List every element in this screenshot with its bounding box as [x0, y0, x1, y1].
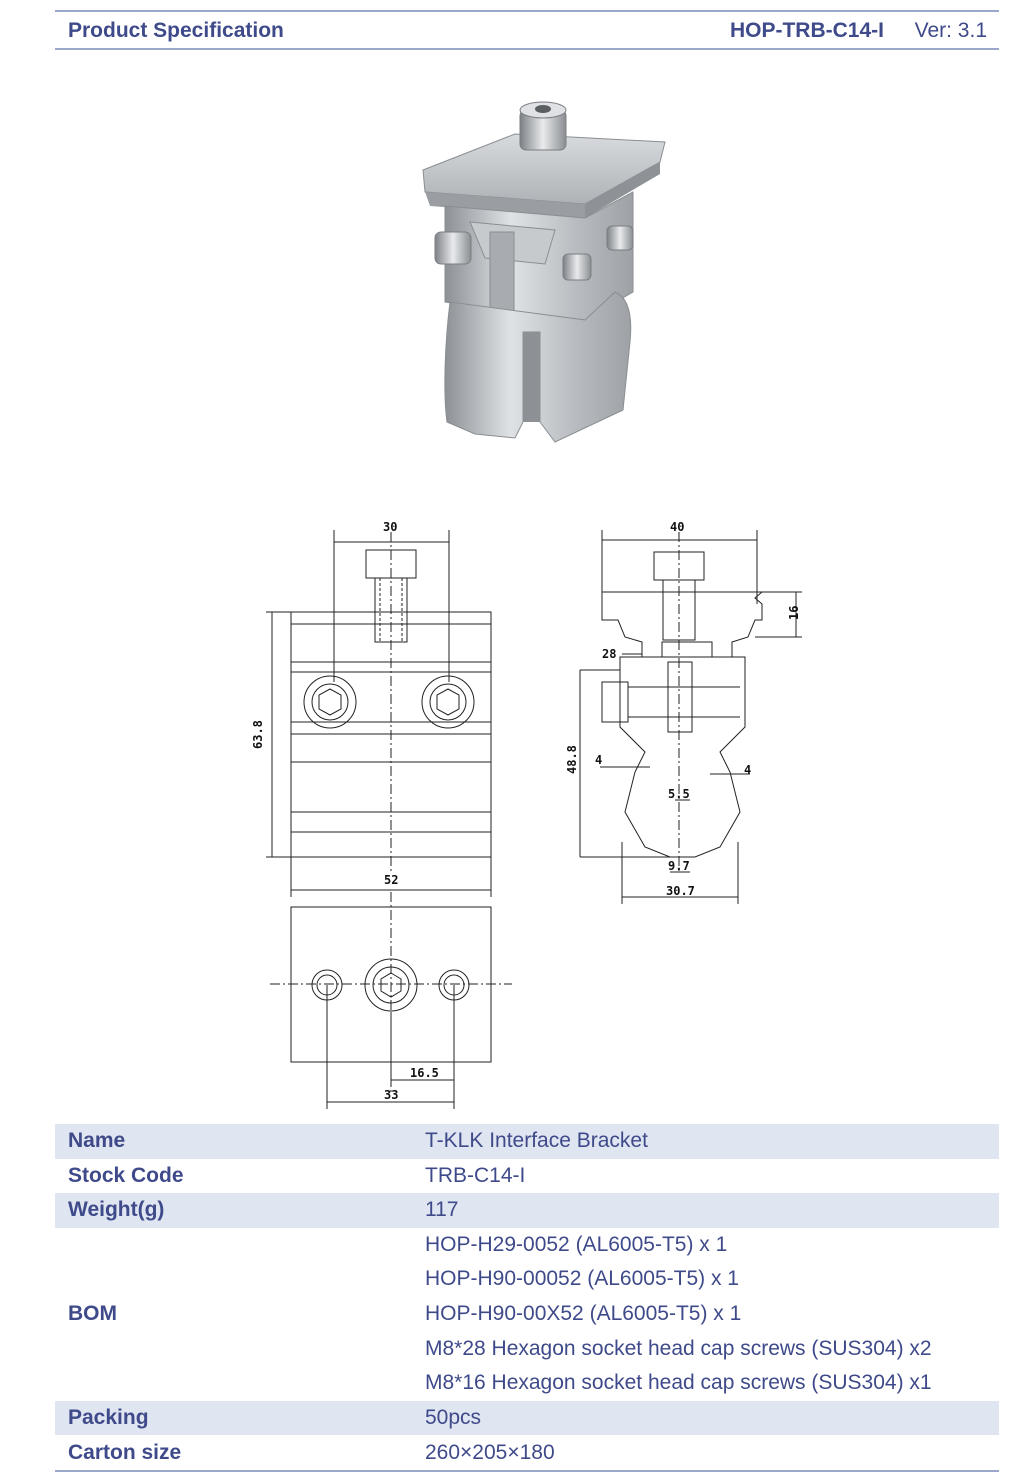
dim-left-gap: 4 — [595, 753, 602, 767]
dim-height-side: 48.8 — [565, 745, 579, 774]
spec-value: TRB-C14-I — [425, 1163, 526, 1187]
spec-label: BOM — [68, 1302, 117, 1326]
dim-right-gap: 4 — [744, 763, 751, 777]
spec-row-packing: Packing 50pcs — [55, 1400, 999, 1436]
spec-label: Weight(g) — [55, 1193, 412, 1228]
dim-top-height: 16 — [787, 606, 801, 620]
dim-height-front: 63.8 — [251, 720, 265, 749]
product-code: HOP-TRB-C14-I — [729, 19, 884, 42]
front-hole-right — [421, 675, 475, 729]
side-view-body — [619, 656, 746, 858]
bom-item: M8*16 Hexagon socket head cap screws (SU… — [425, 1371, 932, 1395]
page-title: Product Specification — [68, 19, 284, 42]
spec-row-name: Name T-KLK Interface Bracket — [55, 1124, 999, 1159]
bom-item: M8*28 Hexagon socket head cap screws (SU… — [425, 1336, 932, 1360]
dim-hole-spacing: 33 — [384, 1088, 398, 1102]
dim-bottom-inner: 9.7 — [668, 859, 690, 873]
product-photo — [422, 101, 666, 443]
version-label: Ver: 3.1 — [914, 19, 987, 42]
spec-value: 50pcs — [412, 1400, 999, 1436]
dim-slot: 28 — [602, 647, 616, 661]
bom-list: HOP-H29-0052 (AL6005-T5) x 1 HOP-H90-000… — [412, 1228, 999, 1401]
bom-item: HOP-H29-0052 (AL6005-T5) x 1 — [425, 1232, 728, 1256]
dim-screw-width: 30 — [383, 520, 397, 534]
bom-item: HOP-H90-00X52 (AL6005-T5) x 1 — [425, 1301, 742, 1325]
dim-center-gap: 5.5 — [668, 787, 690, 801]
bom-item: HOP-H90-00052 (AL6005-T5) x 1 — [425, 1267, 739, 1291]
spec-row-stock: Stock Code TRB-C14-I — [55, 1159, 999, 1194]
page-header: Product Specification HOP-TRB-C14-I Ver:… — [55, 10, 999, 50]
spec-label: Stock Code — [68, 1163, 184, 1187]
dim-hole-offset: 16.5 — [410, 1066, 439, 1080]
technical-drawing: 30 63.8 52 40 16 28 48.8 4 4 5.5 9.7 30.… — [251, 520, 802, 1109]
spec-label: Name — [55, 1124, 412, 1159]
spec-label: Carton size — [55, 1435, 412, 1472]
dim-width-front: 52 — [384, 873, 398, 887]
spec-row-carton: Carton size 260×205×180 — [55, 1435, 999, 1472]
spec-label: Packing — [55, 1400, 412, 1436]
spec-row-weight: Weight(g) 117 — [55, 1193, 999, 1228]
dim-bottom-outer: 30.7 — [666, 884, 695, 898]
side-view-top — [601, 591, 764, 658]
spec-row-bom: BOM HOP-H29-0052 (AL6005-T5) x 1 HOP-H90… — [55, 1228, 999, 1401]
front-hole-left — [303, 675, 357, 729]
dim-top-width: 40 — [670, 520, 684, 534]
spec-value: 260×205×180 — [412, 1435, 999, 1472]
spec-table: Name T-KLK Interface Bracket Stock Code … — [55, 1124, 999, 1472]
spec-value: 117 — [412, 1193, 999, 1228]
spec-value: T-KLK Interface Bracket — [412, 1124, 999, 1159]
